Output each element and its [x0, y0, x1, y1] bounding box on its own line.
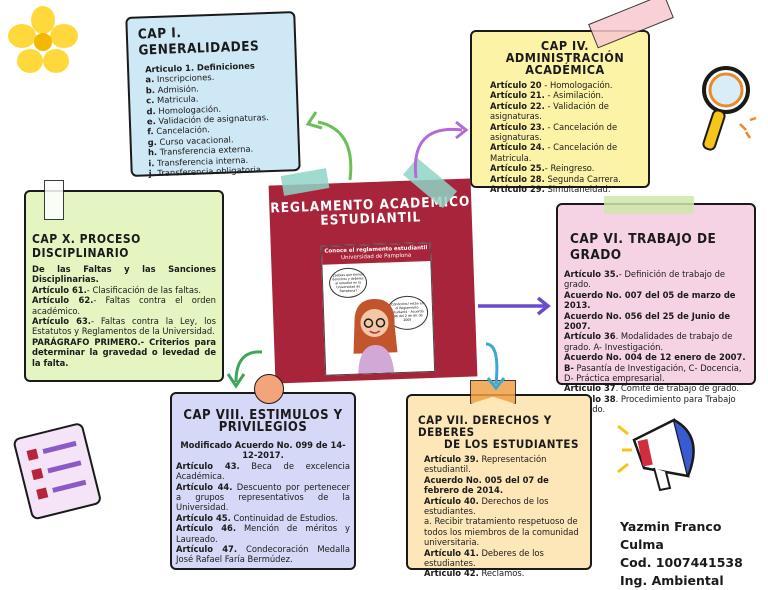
list-item: Artículo 42. Reclamos.	[424, 568, 525, 579]
list-item: Acuerdo No. 007 del 05 de marzo de 2013.	[564, 289, 736, 311]
list-item: Artículo 44. Descuento por pertenecer a …	[176, 481, 350, 513]
magnifier-icon	[702, 66, 757, 151]
list-item: Artículo 24. - Cancelación de Matricula.	[490, 142, 618, 163]
list-item: Artículo 62.- Faltas contra el orden aca…	[32, 295, 216, 316]
list-item: Artículo 46. Mención de méritos y Laurea…	[176, 523, 350, 544]
cap10-closing: PARÁGRAFO PRIMERO.- Criterios para deter…	[32, 336, 216, 368]
cap10-title: CAP X. PROCESO DISCIPLINARIO	[32, 232, 141, 260]
list-item: Acuerdo No. 005 del 07 de febrero de 201…	[424, 474, 549, 496]
author-name: Yazmin Franco Culma	[620, 519, 722, 552]
list-item: Artículo 43. Beca de excelencia Académic…	[176, 460, 350, 482]
cap6-title: CAP VI. TRABAJO DE GRADO	[570, 231, 717, 263]
cap1-list: a. Inscripciones. b. Admisión. c. Matric…	[145, 70, 299, 179]
list-item: Artículo 28. Segunda Carrera.	[490, 173, 621, 184]
author-program: Ing. Ambiental	[620, 573, 724, 588]
book-illustration: Conoce el reglamento estudiantil Univers…	[320, 241, 436, 376]
pin-decoration	[254, 374, 284, 404]
list-item: Artículo 29. Simultaneidad.	[490, 184, 611, 195]
cap6-note: CAP VI. TRABAJO DE GRADO Artículo 35.- D…	[556, 203, 756, 414]
list-item: Artículo 35.- Definición de trabajo de g…	[564, 269, 726, 290]
list-item: Artículo 45. Continuidad de Estudios.	[176, 512, 338, 523]
student-girl-icon	[353, 298, 398, 374]
list-item: Artículo 23. - Cancelación de asignatura…	[490, 121, 618, 143]
author-code: Cod. 1007441538	[620, 555, 743, 570]
cap1-title: CAP I. GENERALIDADES	[137, 25, 260, 59]
list-item: Artículo 63.- Faltas contra la Ley, los …	[32, 316, 216, 337]
cap8-intro: Modificado Acuerdo No. 099 de 14-12-2017…	[180, 440, 346, 461]
list-item: Artículo 20 - Homologación.	[490, 80, 613, 90]
list-item: Artículo 21. - Asimilación.	[490, 90, 604, 101]
tape-decoration	[44, 180, 64, 220]
tape-decoration	[604, 196, 694, 214]
author-signature: Yazmin Franco Culma Cod. 1007441538 Ing.…	[620, 518, 768, 590]
cap1-note: CAP I. GENERALIDADES Articulo 1. Definic…	[125, 11, 301, 179]
list-item: Artículo 41. Deberes de los estudiantes.	[424, 547, 544, 569]
list-item: Artículo 39. Representación estudiantil.	[424, 454, 547, 475]
list-item: Acuerdo No. 004 de 12 enero de 2007. B- …	[564, 352, 746, 384]
megaphone-icon	[617, 418, 695, 492]
list-item: a. Recibir tratamiento respetuoso de tod…	[424, 516, 579, 548]
book-sub: Universidad de Pamplona	[341, 252, 412, 262]
checklist-icon	[13, 423, 101, 520]
flower-icon	[8, 6, 78, 73]
list-item: Artículo 22. - Validación de asignaturas…	[490, 100, 609, 122]
list-item: Artículo 25.- Reingreso.	[490, 163, 595, 174]
cap10-note: CAP X. PROCESO DISCIPLINARIO De las Falt…	[24, 190, 224, 382]
list-item: Acuerdo No. 056 del 25 de Junio de 2007.	[564, 310, 731, 332]
list-item: Artículo 37. Comité de trabajo de grado.	[564, 383, 740, 394]
list-item: Artículo 61.- Clasificación de las falta…	[32, 284, 201, 295]
list-item: Artículo 40. Derechos de los estudiantes…	[424, 495, 549, 517]
list-item: Artículo 36. Modalidades de trabajo de g…	[564, 331, 733, 352]
cap10-intro: De las Faltas y las Sanciones Disciplina…	[32, 264, 216, 285]
list-item: Artículo 47. Condecoración Medalla José …	[176, 544, 350, 565]
